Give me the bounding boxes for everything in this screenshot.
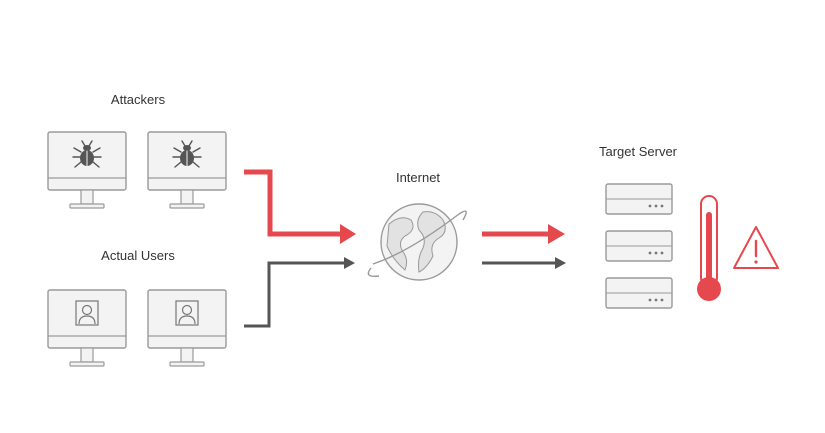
user-computer-1 [47, 289, 127, 367]
user-computer-2 [147, 289, 227, 367]
server-1 [605, 183, 673, 215]
attack-arrow-in [244, 169, 356, 244]
warning-triangle-icon [733, 226, 779, 269]
attacker-computer-2 [147, 131, 227, 209]
attackers-label: Attackers [110, 92, 166, 107]
target-server-label: Target Server [598, 144, 678, 159]
user-arrow-in [244, 257, 355, 328]
attack-arrow-out [482, 224, 565, 244]
actual-users-label: Actual Users [101, 248, 175, 263]
internet-label: Internet [395, 170, 441, 185]
globe-icon [367, 203, 467, 281]
user-arrow-out [482, 257, 566, 269]
attacker-computer-1 [47, 131, 127, 209]
server-2 [605, 230, 673, 262]
thermometer-icon [697, 195, 721, 301]
server-3 [605, 277, 673, 309]
